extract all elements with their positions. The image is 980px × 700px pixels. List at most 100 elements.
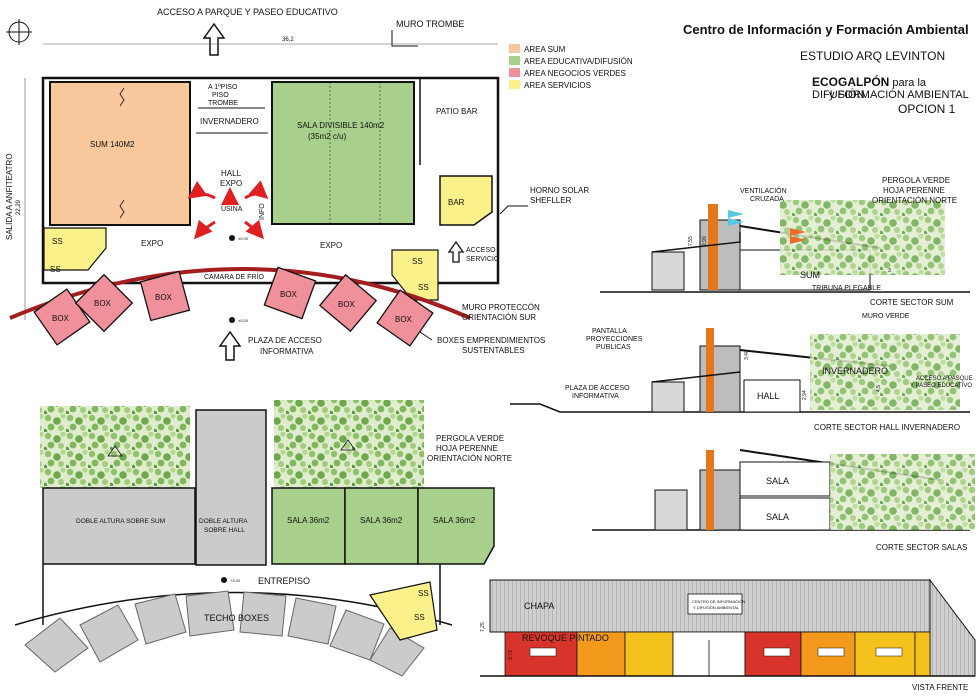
label-doble-hall-2: SOBRE HALL <box>204 527 245 534</box>
label-bar: BAR <box>448 198 465 207</box>
label-section-sum: SUM <box>800 270 820 280</box>
label-doble-sum: DOBLE ALTURA SOBRE SUM <box>76 518 165 525</box>
box-5 <box>318 273 378 333</box>
label-entrepiso: ENTREPISO <box>258 576 310 586</box>
legend-label-servicios: AREA SERVICIOS <box>524 81 591 90</box>
label-salida-anfiteatro: SALIDA A ANFITEATRO <box>5 153 14 240</box>
box-3 <box>139 270 191 322</box>
label-acceso-parque: ACCESO A PARQUE Y PASEO EDUCATIVO <box>157 7 338 17</box>
label-pergola-2: HOJA PERENNE <box>436 444 498 453</box>
label-pergola-3: ORIENTACIÓN NORTE <box>427 454 512 463</box>
room-ss-left <box>43 227 107 271</box>
label-pergola-s1-2: HOJA PERENNE <box>883 186 945 195</box>
label-sala36-a: SALA 36m2 <box>287 516 330 525</box>
room-bar <box>439 175 493 226</box>
ground-floor-plan: ACCESO A PARQUE Y PASEO EDUCATIVO MURO T… <box>5 7 589 361</box>
boxes-group: BOX BOX BOX BOX BOX BOX <box>33 266 434 347</box>
ventilation-arrow-icon <box>728 210 744 226</box>
legend-label-educativa: AREA EDUCATIVA/DIFUSIÓN <box>524 57 633 66</box>
room-sum <box>49 81 191 226</box>
legend-label-sum: AREA SUM <box>524 45 566 54</box>
label-chapa: CHAPA <box>524 601 554 611</box>
dim-s2-a: 3,40 <box>744 350 750 360</box>
label-pantalla-3: PUBLICAS <box>596 344 631 351</box>
label-ss-right-2: SS <box>418 283 429 292</box>
ventilation-arrows-icon <box>187 180 269 240</box>
studio-name: ESTUDIO ARQ LEVINTON <box>800 49 946 63</box>
label-expo-left: EXPO <box>141 239 163 248</box>
sala-36-a <box>271 487 346 565</box>
project-subtitle: y FORMACIÓN AMBIENTAL <box>829 89 969 101</box>
upper-floor-plan: PERGOLA VERDE HOJA PERENNE ORIENTACIÓN N… <box>14 400 512 677</box>
label-box-1: BOX <box>52 314 70 323</box>
label-techo-boxes: TECHO BOXES <box>204 613 269 623</box>
arrow-up-icon-2 <box>218 330 242 361</box>
box-4 <box>263 266 317 320</box>
dim-front-a: 7,25 <box>480 622 486 632</box>
dim-front-b: 3,73 <box>508 650 514 660</box>
building-outline <box>41 76 500 285</box>
label-sala-divisible-1: SALA DIVISIBLE 140m2 <box>297 121 385 130</box>
label-boxes-emp-1: BOXES EMPRENDIMIENTOS <box>437 336 545 345</box>
sign-line-2: Y DIFUSIÓN AMBIENTAL <box>693 605 740 610</box>
label-info: INFO <box>259 203 266 220</box>
label-ventilacion-2: CRUZADA <box>750 196 784 203</box>
label-acceso-servicio-1: ACCESO <box>466 247 496 254</box>
level-mark-icon-2 <box>229 317 235 323</box>
dim-s2-c: 4,5 <box>876 385 882 392</box>
level-mark-icon <box>229 235 235 241</box>
dim-depth: 22,29 <box>16 199 22 215</box>
room-ss-upper <box>369 581 438 641</box>
label-ventilacion-1: VENTILACIÓN <box>740 186 787 195</box>
trombe-wall <box>708 204 718 290</box>
section-salas: SALA SALA CORTE SECTOR SALAS <box>592 449 975 552</box>
label-pergola-s1-1: PERGOLA VERDE <box>882 176 950 185</box>
sala-36-c <box>417 487 495 565</box>
label-patio-bar: PATIO BAR <box>436 107 478 116</box>
pergola-right <box>274 400 424 488</box>
label-doble-hall-1: DOBLE ALTURA <box>199 518 248 525</box>
label-pantalla-2: PROYECCIONES <box>586 336 643 343</box>
warm-air-arrow-icon <box>790 228 806 244</box>
dim-s1-b: 2,99 <box>702 236 708 246</box>
pergola-left <box>40 406 190 488</box>
label-invernadero-s2: INVERNADERO <box>822 366 888 376</box>
label-hall: HALL <box>221 169 242 178</box>
trombe-wall-s3 <box>706 450 714 530</box>
label-pergola-1: PERGOLA VERDE <box>436 434 504 443</box>
pergola-section-1 <box>780 200 945 275</box>
label-box-2: BOX <box>94 299 112 308</box>
revoque-band <box>504 631 931 677</box>
label-invernadero: INVERNADERO <box>200 117 259 126</box>
front-view: CHAPA CENTRO DE INFORMACIÓN Y DIFUSIÓN A… <box>480 578 976 692</box>
label-boxes-emp-2: SUSTENTABLES <box>462 346 525 355</box>
muro-proteccion <box>9 267 471 320</box>
label-acceso-s2-2: Y PASEO EDUCATIVO <box>910 383 972 389</box>
label-sala36-c: SALA 36m2 <box>433 516 476 525</box>
label-box-3: BOX <box>155 293 173 302</box>
legend-swatch-sum <box>509 44 520 53</box>
label-ss-right-1: SS <box>412 257 423 266</box>
facade-sign <box>687 593 743 615</box>
project-title-rest: para la DIFUSIÓN <box>812 77 927 101</box>
level-mark-upper: +3.00 <box>230 578 241 583</box>
title-centro: Centro de Información y Formación Ambien… <box>683 22 969 37</box>
label-horno-1: HORNO SOLAR <box>530 186 589 195</box>
title-centro-text: Centro de Información y Formación Ambien… <box>683 22 969 37</box>
label-expo-right: EXPO <box>320 241 342 250</box>
label-muro-trombe: MURO TROMBE <box>396 19 464 29</box>
legend: AREA SUM AREA EDUCATIVA/DIFUSIÓN AREA NE… <box>509 44 633 90</box>
label-sum: SUM 140M2 <box>90 140 135 149</box>
box-6 <box>376 289 434 347</box>
label-ss-left-1: SS <box>52 237 63 246</box>
section-hall: PANTALLA PROYECCIONES PUBLICAS MURO VERD… <box>510 313 973 432</box>
sala-36-b <box>344 487 419 565</box>
label-ss-upper-2: SS <box>414 613 425 622</box>
label-box-4: BOX <box>280 290 298 299</box>
doble-altura-hall <box>195 409 267 566</box>
doble-altura-sum <box>42 487 196 565</box>
pantalla-wall <box>706 328 714 412</box>
label-sala-divisible-2: (35m2 c/u) <box>308 132 347 141</box>
label-ss-left-2: SS <box>50 265 61 274</box>
